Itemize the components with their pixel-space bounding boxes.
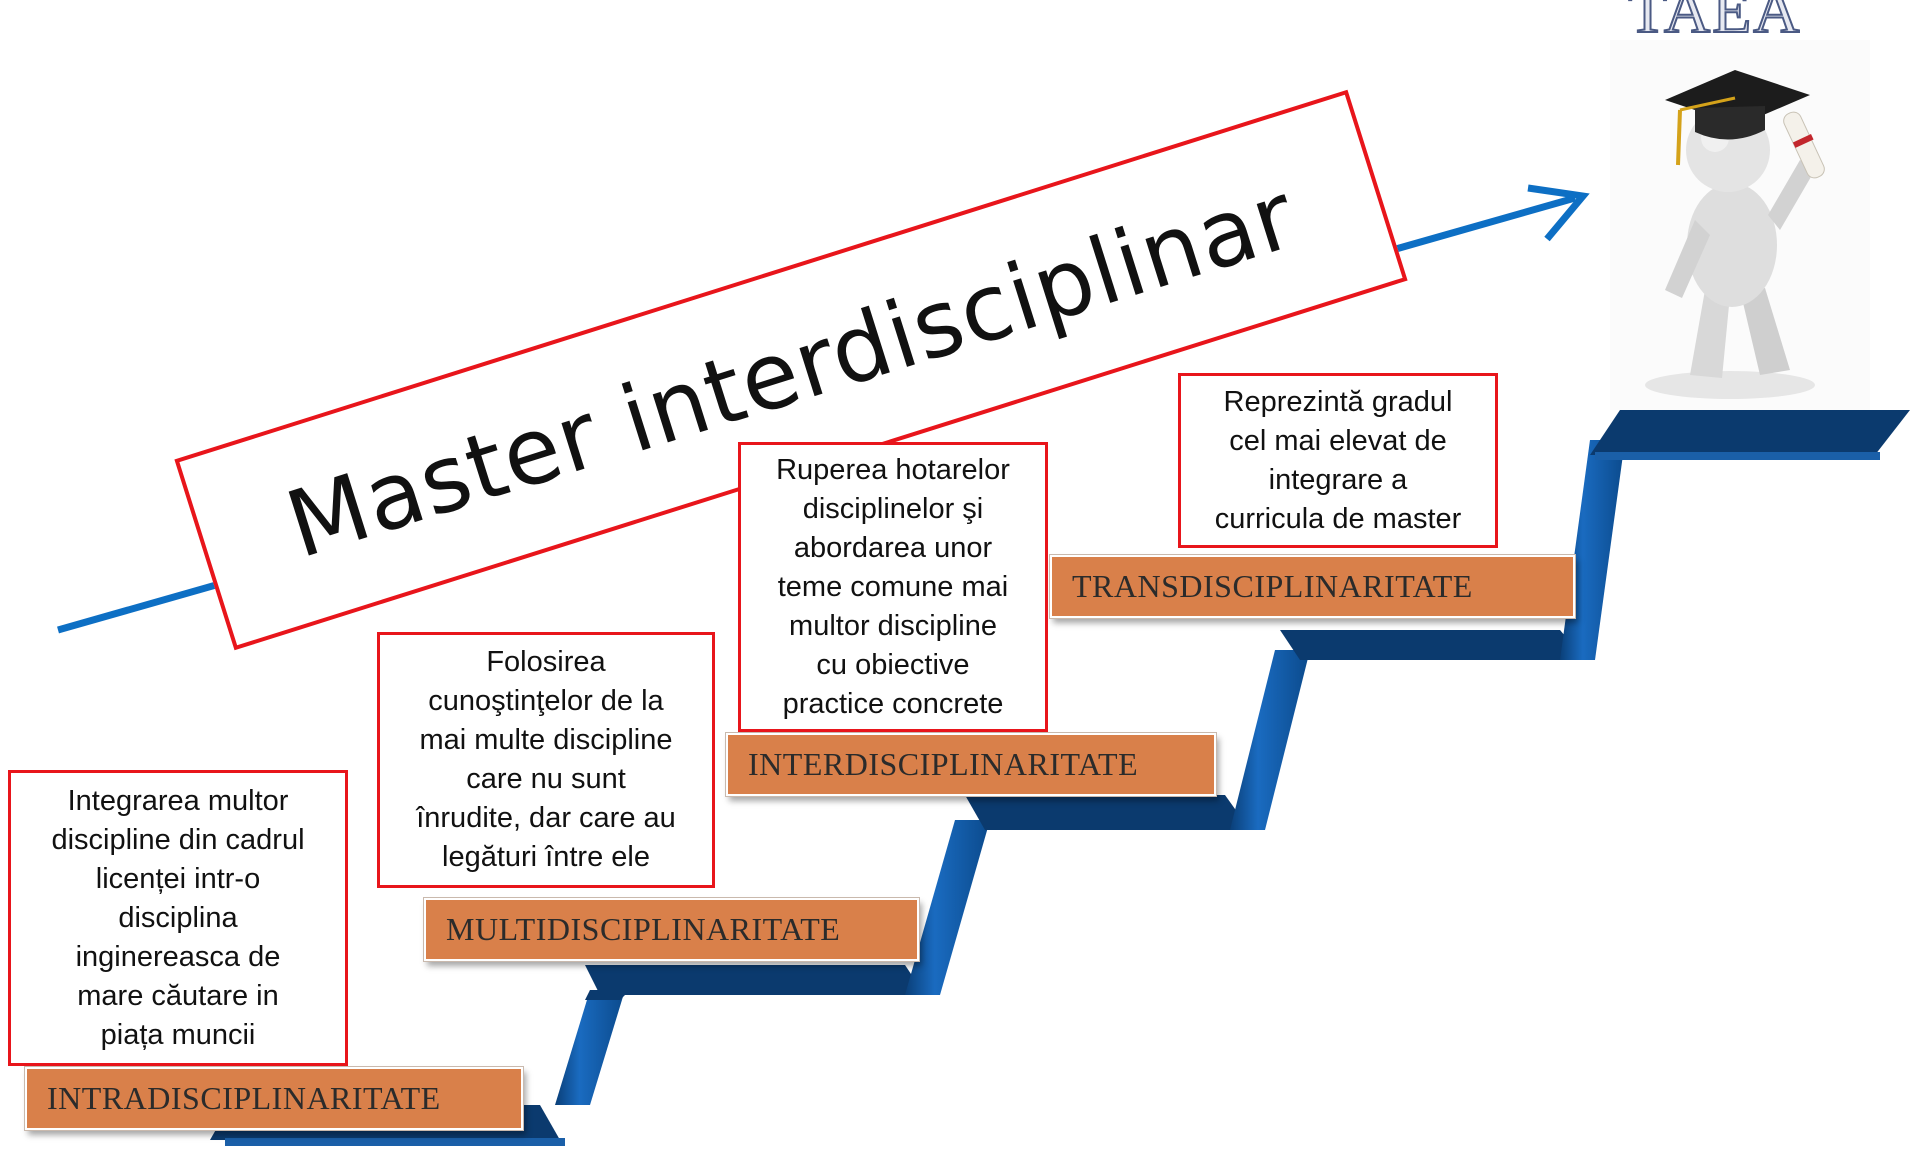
step-description-intradisciplinaritate: Integrarea multor discipline din cadrul …: [8, 770, 348, 1066]
graduate-figure-icon: [1610, 40, 1870, 410]
step-label-multidisciplinaritate: MULTIDISCIPLINARITATE: [423, 897, 920, 962]
step-label-interdisciplinaritate: INTERDISCIPLINARITATE: [725, 732, 1217, 797]
step-description-interdisciplinaritate: Ruperea hotarelor disciplinelor şi abord…: [738, 442, 1048, 732]
logo: TAEA: [1627, 0, 1802, 47]
step-description-multidisciplinaritate: Folosirea cunoştinţelor de la mai multe …: [377, 632, 715, 888]
step-description-transdisciplinaritate: Reprezintă gradul cel mai elevat de inte…: [1178, 373, 1498, 548]
step-label-intradisciplinaritate: INTRADISCIPLINARITATE: [24, 1066, 524, 1131]
step-label-transdisciplinaritate: TRANSDISCIPLINARITATE: [1049, 554, 1576, 619]
